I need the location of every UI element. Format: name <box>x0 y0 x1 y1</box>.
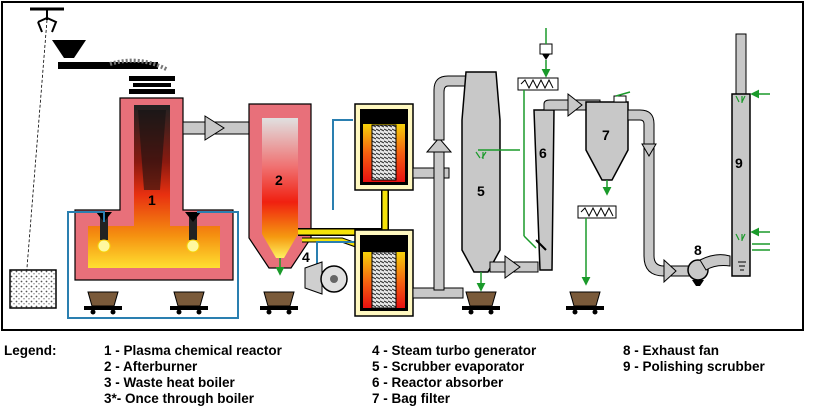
unit-label-5: 5 <box>477 183 485 199</box>
gas-duct-1-2 <box>182 115 256 141</box>
legend-item: 6 - Reactor absorber <box>372 375 504 390</box>
unit-label-8: 8 <box>694 242 702 258</box>
afterburner <box>248 103 312 276</box>
legend-item: 2 - Afterburner <box>104 359 198 374</box>
unit-label-3: 3 <box>379 108 387 124</box>
once-through-boiler <box>354 229 414 317</box>
plasma-reactor <box>74 76 234 281</box>
scrubber-evaporator <box>461 71 520 292</box>
ash-cart-2 <box>170 291 208 315</box>
unit-label-2: 2 <box>275 172 283 188</box>
feed-crane <box>25 7 64 281</box>
legend: Legend: 1 - Plasma chemical reactor 2 - … <box>0 335 819 413</box>
process-flow-diagram: 1 2 3 3* 4 5 6 7 8 9 <box>1 1 804 331</box>
ash-cart-1 <box>84 291 122 315</box>
legend-title: Legend: <box>4 343 57 358</box>
turbo-generator <box>304 261 348 295</box>
unit-label-1: 1 <box>148 192 156 208</box>
legend-item: 3*- Once through boiler <box>104 391 255 406</box>
reagent-feeder <box>517 28 559 249</box>
unit-label-4: 4 <box>302 249 310 265</box>
ash-cart-5 <box>566 291 604 315</box>
gas-duct-3-5 <box>412 75 471 299</box>
unit-label-6: 6 <box>539 145 547 161</box>
legend-item: 9 - Polishing scrubber <box>623 359 765 374</box>
unit-label-7: 7 <box>602 127 610 143</box>
plasma-torch-right <box>185 212 201 253</box>
waste-heat-boiler <box>354 103 414 191</box>
waste-pile <box>9 269 57 309</box>
legend-item: 1 - Plasma chemical reactor <box>104 343 282 358</box>
water-loop <box>67 119 355 319</box>
legend-item: 5 - Scrubber evaporator <box>372 359 525 374</box>
polishing-scrubber <box>731 33 770 277</box>
bag-filter <box>577 91 631 286</box>
unit-label-3s: 3* <box>374 235 388 251</box>
legend-item: 7 - Bag filter <box>372 391 451 406</box>
ash-cart-3 <box>260 291 298 315</box>
unit-label-9: 9 <box>735 155 743 171</box>
legend-item: 8 - Exhaust fan <box>623 343 720 358</box>
legend-item: 3 - Waste heat boiler <box>104 375 235 390</box>
legend-column-3: 8 - Exhaust fan 9 - Polishing scrubber <box>623 343 765 375</box>
exhaust-fan <box>687 254 731 286</box>
legend-column-1: 1 - Plasma chemical reactor 2 - Afterbur… <box>104 343 282 407</box>
feed-hopper <box>52 40 169 72</box>
legend-column-2: 4 - Steam turbo generator 5 - Scrubber e… <box>372 343 536 407</box>
ash-cart-4 <box>462 291 500 315</box>
legend-item: 4 - Steam turbo generator <box>372 343 537 358</box>
gas-duct-5-6 <box>489 255 539 279</box>
